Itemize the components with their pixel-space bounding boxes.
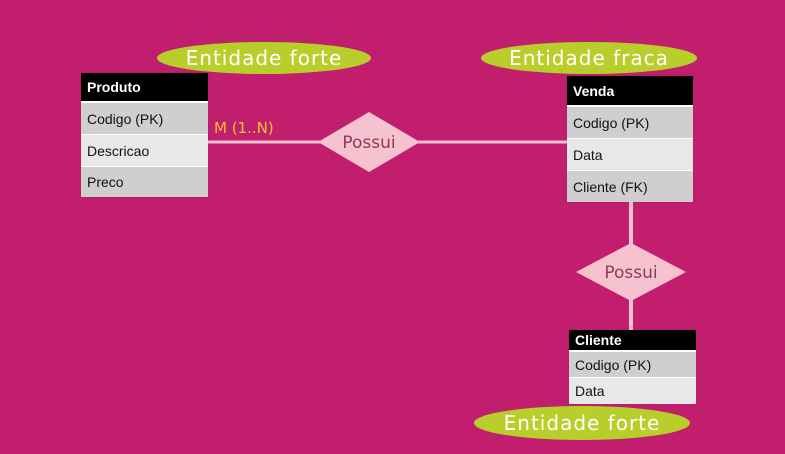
- entity-produto-attr: Preco: [81, 167, 208, 197]
- entity-venda-attr: Data: [567, 139, 693, 171]
- entity-cliente[interactable]: Cliente Codigo (PK) Data: [569, 330, 696, 404]
- produto-entity-tag: Entidade forte: [157, 42, 371, 74]
- entity-cliente-attr: Codigo (PK): [569, 352, 696, 378]
- cliente-entity-tag: Entidade forte: [474, 406, 690, 440]
- relationship-label-1: Possui: [342, 133, 395, 153]
- entity-venda-attr: Codigo (PK): [567, 107, 693, 139]
- relationship-diamond-2[interactable]: [576, 243, 686, 301]
- entity-venda-attr: Cliente (FK): [567, 171, 693, 202]
- entity-venda[interactable]: Venda Codigo (PK) Data Cliente (FK): [567, 76, 693, 202]
- entity-cliente-header: Cliente: [569, 330, 696, 352]
- entity-produto[interactable]: Produto Codigo (PK) Descricao Preco: [81, 73, 208, 197]
- entity-venda-header: Venda: [567, 76, 693, 107]
- relationship-diamond-1[interactable]: [318, 112, 420, 172]
- entity-produto-attr: Descricao: [81, 135, 208, 167]
- entity-produto-attr: Codigo (PK): [81, 103, 208, 135]
- relationship-label-2: Possui: [604, 263, 657, 283]
- entity-cliente-attr: Data: [569, 378, 696, 404]
- cardinality-label: M (1..N): [214, 119, 274, 137]
- venda-entity-tag: Entidade fraca: [481, 42, 697, 74]
- entity-produto-header: Produto: [81, 73, 208, 103]
